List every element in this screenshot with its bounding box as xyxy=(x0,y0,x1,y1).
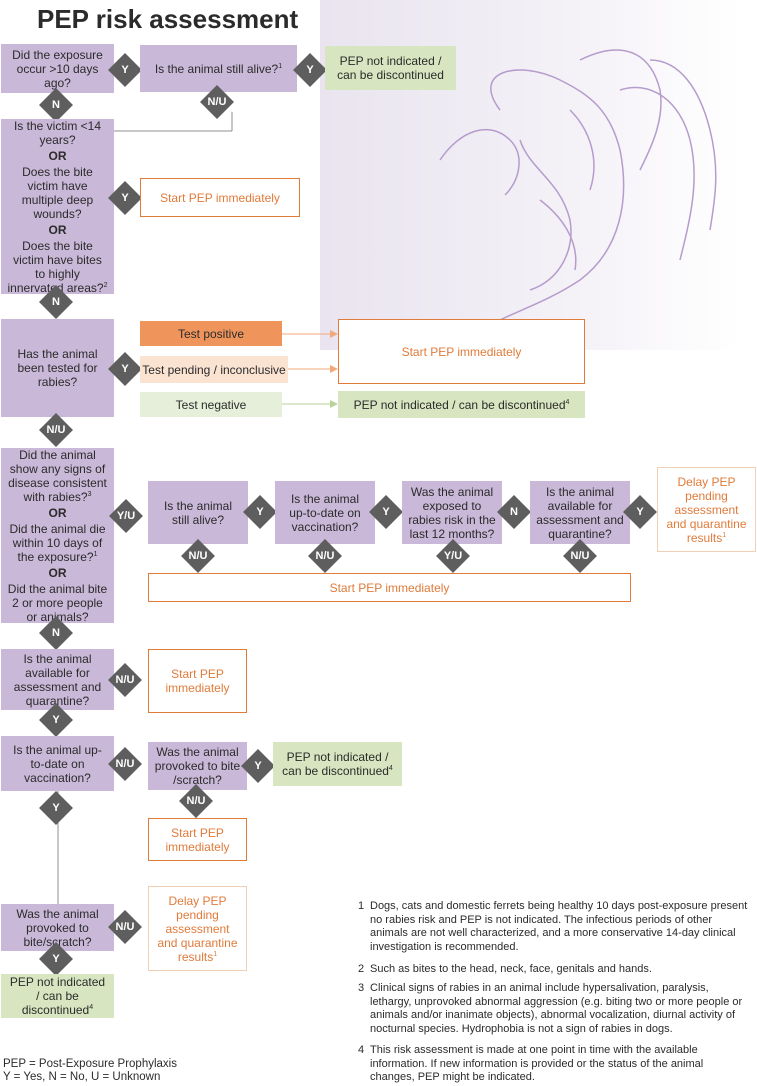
question-row-exposed-rabies: Was the animal exposed to rabies risk in… xyxy=(402,481,502,544)
question-victim-risk: Is the victim <14 years? OR Does the bit… xyxy=(1,119,114,295)
test-positive-box: Test positive xyxy=(140,321,282,346)
question-animal-signs-disease: Did the animal show any signs of disease… xyxy=(1,448,114,624)
pep-not-indicated-top: PEP not indicated / can be discontinued xyxy=(325,46,456,90)
nu-label: N/U xyxy=(46,424,66,436)
start-pep-wide-box: Start PEP immediately xyxy=(148,573,631,602)
yu-label: Y/U xyxy=(116,510,136,522)
start-pep-box: Start PEP immediately xyxy=(148,649,247,713)
legend-abbreviation: PEP = Post-Exposure Prophylaxis xyxy=(3,1058,177,1070)
yes-label: Y xyxy=(52,714,60,726)
nu-label: N/U xyxy=(315,550,335,562)
question-animal-available: Is the animal available for assessment a… xyxy=(1,649,114,710)
pep-not-indicated-bottom: PEP not indicated / can be discontinued4 xyxy=(1,974,114,1018)
question-row-animal-alive: Is the animal still alive? xyxy=(148,481,248,544)
question-animal-still-alive-top: Is the animal still alive?1 xyxy=(140,45,297,92)
nu-label: N/U xyxy=(186,795,206,807)
yes-label: Y xyxy=(121,64,129,76)
yes-label: Y xyxy=(52,953,60,965)
nu-label: N/U xyxy=(188,550,208,562)
start-pep-box: Start PEP immediately xyxy=(140,178,300,217)
start-pep-box: Start PEP immediately xyxy=(338,319,585,384)
yu-label: Y/U xyxy=(443,550,463,562)
question-provoked-bite-mid: Was the animal provoked to bite /scratch… xyxy=(148,742,247,790)
legend: PEP = Post-Exposure Prophylaxis Y = Yes,… xyxy=(3,1058,177,1084)
test-negative-box: Test negative xyxy=(140,392,282,417)
nu-label: N/U xyxy=(207,96,227,108)
yes-label: Y xyxy=(52,802,60,814)
question-animal-tested-rabies: Has the animal been tested for rabies? xyxy=(1,319,114,417)
delay-pep-box-bottom: Delay PEP pending assessment and quarant… xyxy=(148,886,247,971)
pep-not-indicated-provoked: PEP not indicated / can be discontinued4 xyxy=(273,742,402,786)
delay-pep-box: Delay PEP pending assessment and quarant… xyxy=(657,467,756,552)
legend-key: Y = Yes, N = No, U = Unknown xyxy=(3,1071,161,1083)
yes-label: Y xyxy=(636,506,644,518)
no-label: N xyxy=(52,296,60,308)
start-pep-box: Start PEP immediately xyxy=(148,818,247,861)
nu-label: N/U xyxy=(570,550,590,562)
no-label: N xyxy=(510,506,518,518)
no-label: N xyxy=(52,627,60,639)
yes-label: Y xyxy=(121,363,129,375)
page-title: PEP risk assessment xyxy=(37,4,299,34)
question-up-to-date-vaccination: Is the animal up-to-date on vaccination? xyxy=(1,736,114,791)
test-pending-box: Test pending / inconclusive xyxy=(140,356,288,383)
yes-label: Y xyxy=(254,760,262,772)
nu-label: N/U xyxy=(115,758,135,770)
question-exposure-over-10-days: Did the exposure occur >10 days ago? xyxy=(1,44,114,93)
illustration-lines xyxy=(439,49,717,321)
yes-label: Y xyxy=(382,506,390,518)
yes-label: Y xyxy=(306,64,314,76)
nu-label: N/U xyxy=(115,674,135,686)
question-row-vaccination: Is the animal up-to-date on vaccination? xyxy=(275,481,375,544)
question-row-available: Is the animal available for assessment a… xyxy=(530,481,630,544)
nu-label: N/U xyxy=(115,921,135,933)
no-label: N xyxy=(52,99,60,111)
pep-not-indicated-mid: PEP not indicated / can be discontinued4 xyxy=(338,391,585,418)
yes-label: Y xyxy=(121,192,129,204)
yes-label: Y xyxy=(256,506,264,518)
